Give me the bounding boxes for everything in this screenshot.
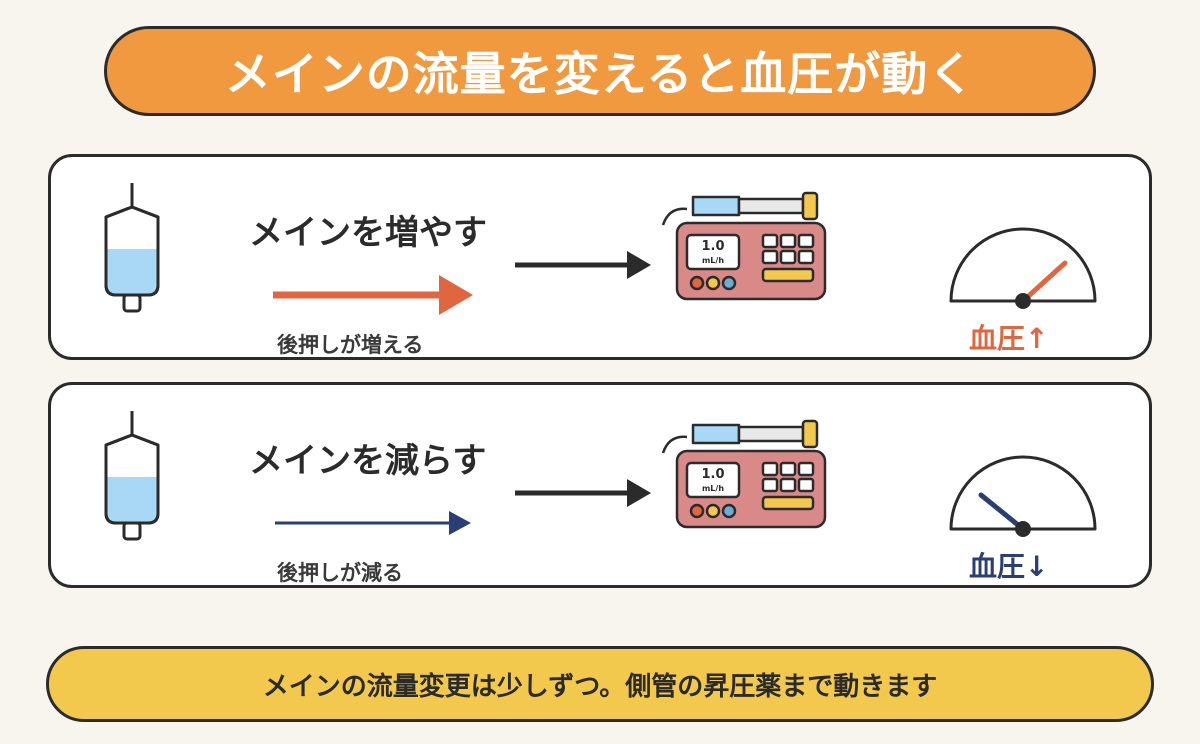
panel-heading: メインを減らす	[249, 441, 487, 481]
panel-increase-art: 1.0 mL/h	[104, 183, 1097, 315]
gauge-icon	[949, 455, 1097, 537]
gauge-icon	[949, 227, 1097, 309]
black-arrow-icon	[515, 479, 651, 507]
navy-arrow-icon	[275, 511, 471, 535]
black-arrow-icon	[515, 251, 651, 279]
title-banner: メインの流量を変えると血圧が動く	[104, 26, 1096, 116]
panel-increase: 1.0 mL/h メインを増やす 後押しが増える 血圧↑	[48, 154, 1152, 360]
panel-decrease: 1.0 mL/h メインを減らす 後押しが減る 血圧↓	[48, 382, 1152, 588]
iv-bag-icon	[104, 183, 160, 313]
page-title: メインの流量を変えると血圧が動く	[224, 47, 976, 101]
pump-display-value: 1.0	[701, 467, 724, 482]
blood-pressure-down-label: 血圧↓	[969, 550, 1049, 583]
syringe-pump-icon	[661, 419, 827, 529]
footer-note: メインの流量変更は少しずつ。側管の昇圧薬まで動きます	[262, 671, 938, 702]
panel-decrease-art: 1.0 mL/h	[104, 411, 1097, 541]
blood-pressure-up-label: 血圧↑	[969, 322, 1049, 355]
panel-heading: メインを増やす	[249, 213, 487, 253]
pump-display-value: 1.0	[701, 239, 724, 254]
panel-subtext: 後押しが減る	[277, 561, 403, 585]
footer-banner: メインの流量変更は少しずつ。側管の昇圧薬まで動きます	[46, 646, 1154, 722]
pump-display-unit: mL/h	[702, 484, 724, 493]
panel-subtext: 後押しが増える	[277, 333, 424, 357]
orange-arrow-icon	[273, 275, 473, 315]
pump-display-unit: mL/h	[702, 256, 724, 265]
iv-bag-icon	[104, 411, 160, 541]
syringe-pump-icon	[661, 191, 827, 301]
